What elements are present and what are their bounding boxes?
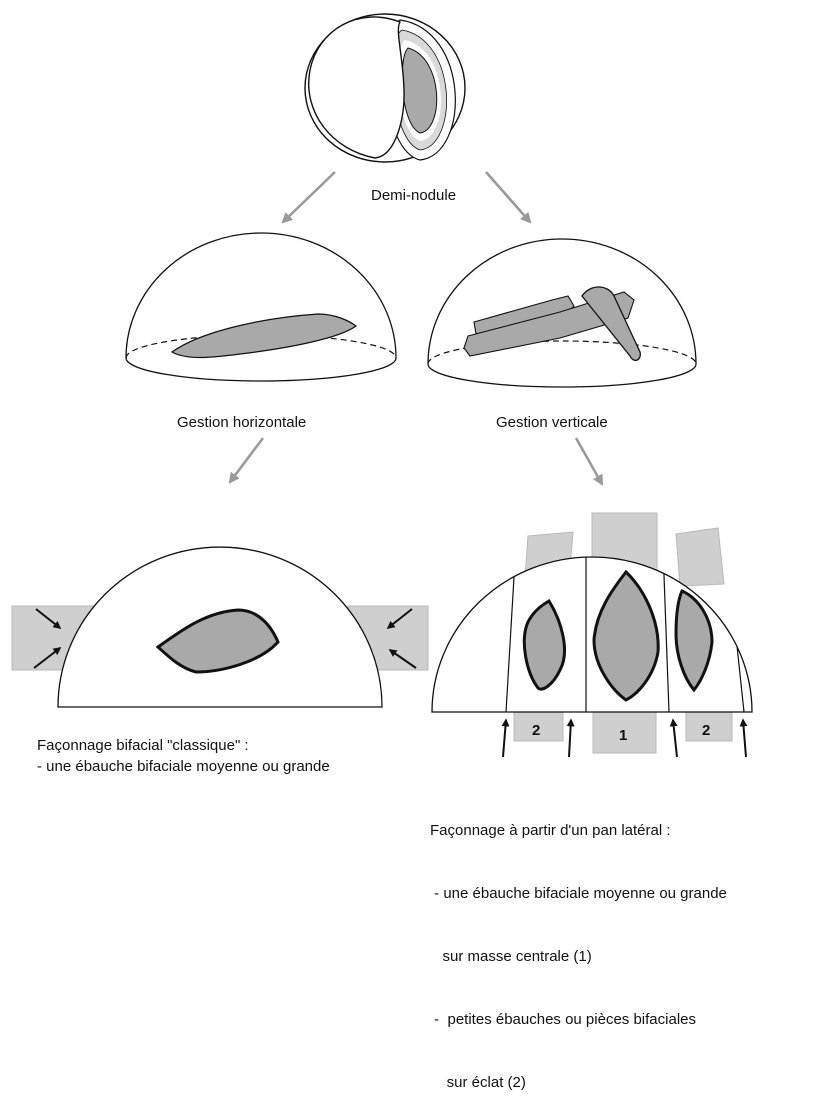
caption-lateral-line4: - petites ébauches ou pièces bifaciales xyxy=(430,1009,727,1030)
lateral-diagram: 2 1 2 xyxy=(432,513,752,757)
demi-nodule-illustration xyxy=(305,14,465,162)
marker-flake-right: 2 xyxy=(702,722,710,739)
caption-lateral-line3: sur masse centrale (1) xyxy=(430,946,727,967)
arrow-horizontal-to-classique xyxy=(230,438,263,482)
caption-lateral-line1: Façonnage à partir d'un pan latéral : xyxy=(430,820,727,841)
marker-flake-left: 2 xyxy=(532,722,540,739)
arrow-to-vertical xyxy=(486,172,530,222)
caption-classique-line1: Façonnage bifacial "classique" : xyxy=(37,735,330,756)
caption-classique-line2: - une ébauche bifaciale moyenne ou grand… xyxy=(37,756,330,777)
classique-diagram xyxy=(12,547,428,707)
label-demi-nodule: Demi-nodule xyxy=(371,185,456,206)
horizontal-dome xyxy=(126,233,396,381)
marker-central-mass: 1 xyxy=(619,727,627,744)
arrow-to-horizontal xyxy=(283,172,335,222)
top-block-right xyxy=(676,528,724,586)
caption-lateral-line2: - une ébauche bifaciale moyenne ou grand… xyxy=(430,883,727,904)
label-gestion-verticale: Gestion verticale xyxy=(496,412,608,433)
vertical-dome xyxy=(428,239,696,387)
caption-lateral: Façonnage à partir d'un pan latéral : - … xyxy=(430,778,727,1114)
arrow-vertical-to-lateral xyxy=(576,438,602,484)
label-gestion-horizontale: Gestion horizontale xyxy=(177,412,306,433)
caption-classique: Façonnage bifacial "classique" : - une é… xyxy=(37,735,330,777)
caption-lateral-line5: sur éclat (2) xyxy=(430,1072,727,1093)
